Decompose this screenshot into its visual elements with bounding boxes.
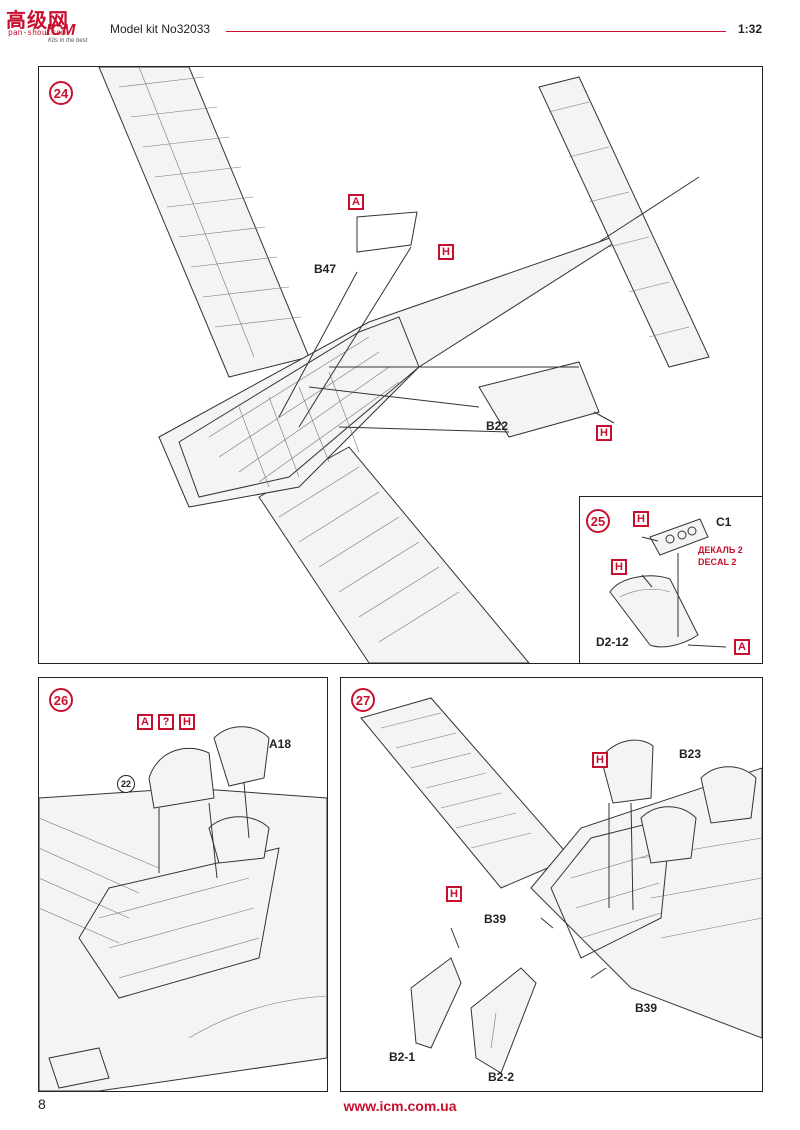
step-24-badge: 24 <box>49 81 73 105</box>
step-25-label-d2-12: D2-12 <box>596 635 629 649</box>
step-24-label-b22: B22 <box>486 419 509 433</box>
logo-cn-text: 高级网 <box>6 8 69 32</box>
step-27-drawing <box>360 697 762 1074</box>
page-number: 8 <box>38 1096 46 1112</box>
step-27-label-b39-2: B39 <box>635 1001 658 1015</box>
step-26-panel: 26 A ? H A18 22 <box>38 677 328 1092</box>
step-24-drawing <box>98 67 710 663</box>
footer-url-link[interactable]: www.icm.com.ua <box>343 1098 457 1114</box>
header-title: Model kit No32033 <box>110 22 211 36</box>
step-27-label-b23: B23 <box>679 747 702 761</box>
step-27-label-b2-2: B2-2 <box>488 1070 515 1084</box>
step-25-badge: 25 <box>586 509 610 533</box>
step-26-badge: 26 <box>49 688 73 712</box>
step-27-label-b39-1: B39 <box>484 912 507 926</box>
step-26-drawing <box>39 726 327 1091</box>
header-scale: 1:32 <box>737 22 762 36</box>
step-24-box-h-1: H <box>438 244 454 260</box>
step-27-box-h-1: H <box>592 752 608 768</box>
step-24-box-a: A <box>348 194 364 210</box>
step-27-label-b2-1: B2-1 <box>389 1050 416 1064</box>
step-25-label-c1: C1 <box>716 515 732 529</box>
step-25-box-h-1: H <box>633 511 649 527</box>
icm-logo: 高级网 pan-shou.com ICM Kits in the best <box>4 4 104 48</box>
step-25-box-h-2: H <box>611 559 627 575</box>
step-25-decal-ru: ДЕКАЛЬ 2 <box>698 545 743 555</box>
logo-brand: ICM <box>46 22 76 39</box>
step-26-box-h: H <box>179 714 195 730</box>
step-27-badge: 27 <box>351 688 375 712</box>
header-rule <box>226 31 726 32</box>
step-26-box-q: ? <box>158 714 174 730</box>
step-25-drawing <box>609 518 727 648</box>
step-27-box-h-2: H <box>446 886 462 902</box>
step-26-label-a18: A18 <box>269 737 292 751</box>
step-27-panel: 27 H B23 H B39 B39 B2-1 B2-2 <box>340 677 763 1092</box>
step-24-box-h-2: H <box>596 425 612 441</box>
step-24-label-b47: B47 <box>314 262 337 276</box>
step-26-ref-step: 22 <box>117 775 135 793</box>
logo-tagline: Kits in the best <box>48 38 88 44</box>
step-25-decal-en: DECAL 2 <box>698 557 737 567</box>
logo-url-text: pan-shou.com <box>8 28 66 37</box>
step-25-box-a: A <box>734 639 750 655</box>
step-26-box-a: A <box>137 714 153 730</box>
step-25-panel: 25 H C1 ДЕКАЛЬ 2 DECAL 2 H D2-12 A <box>579 496 763 664</box>
